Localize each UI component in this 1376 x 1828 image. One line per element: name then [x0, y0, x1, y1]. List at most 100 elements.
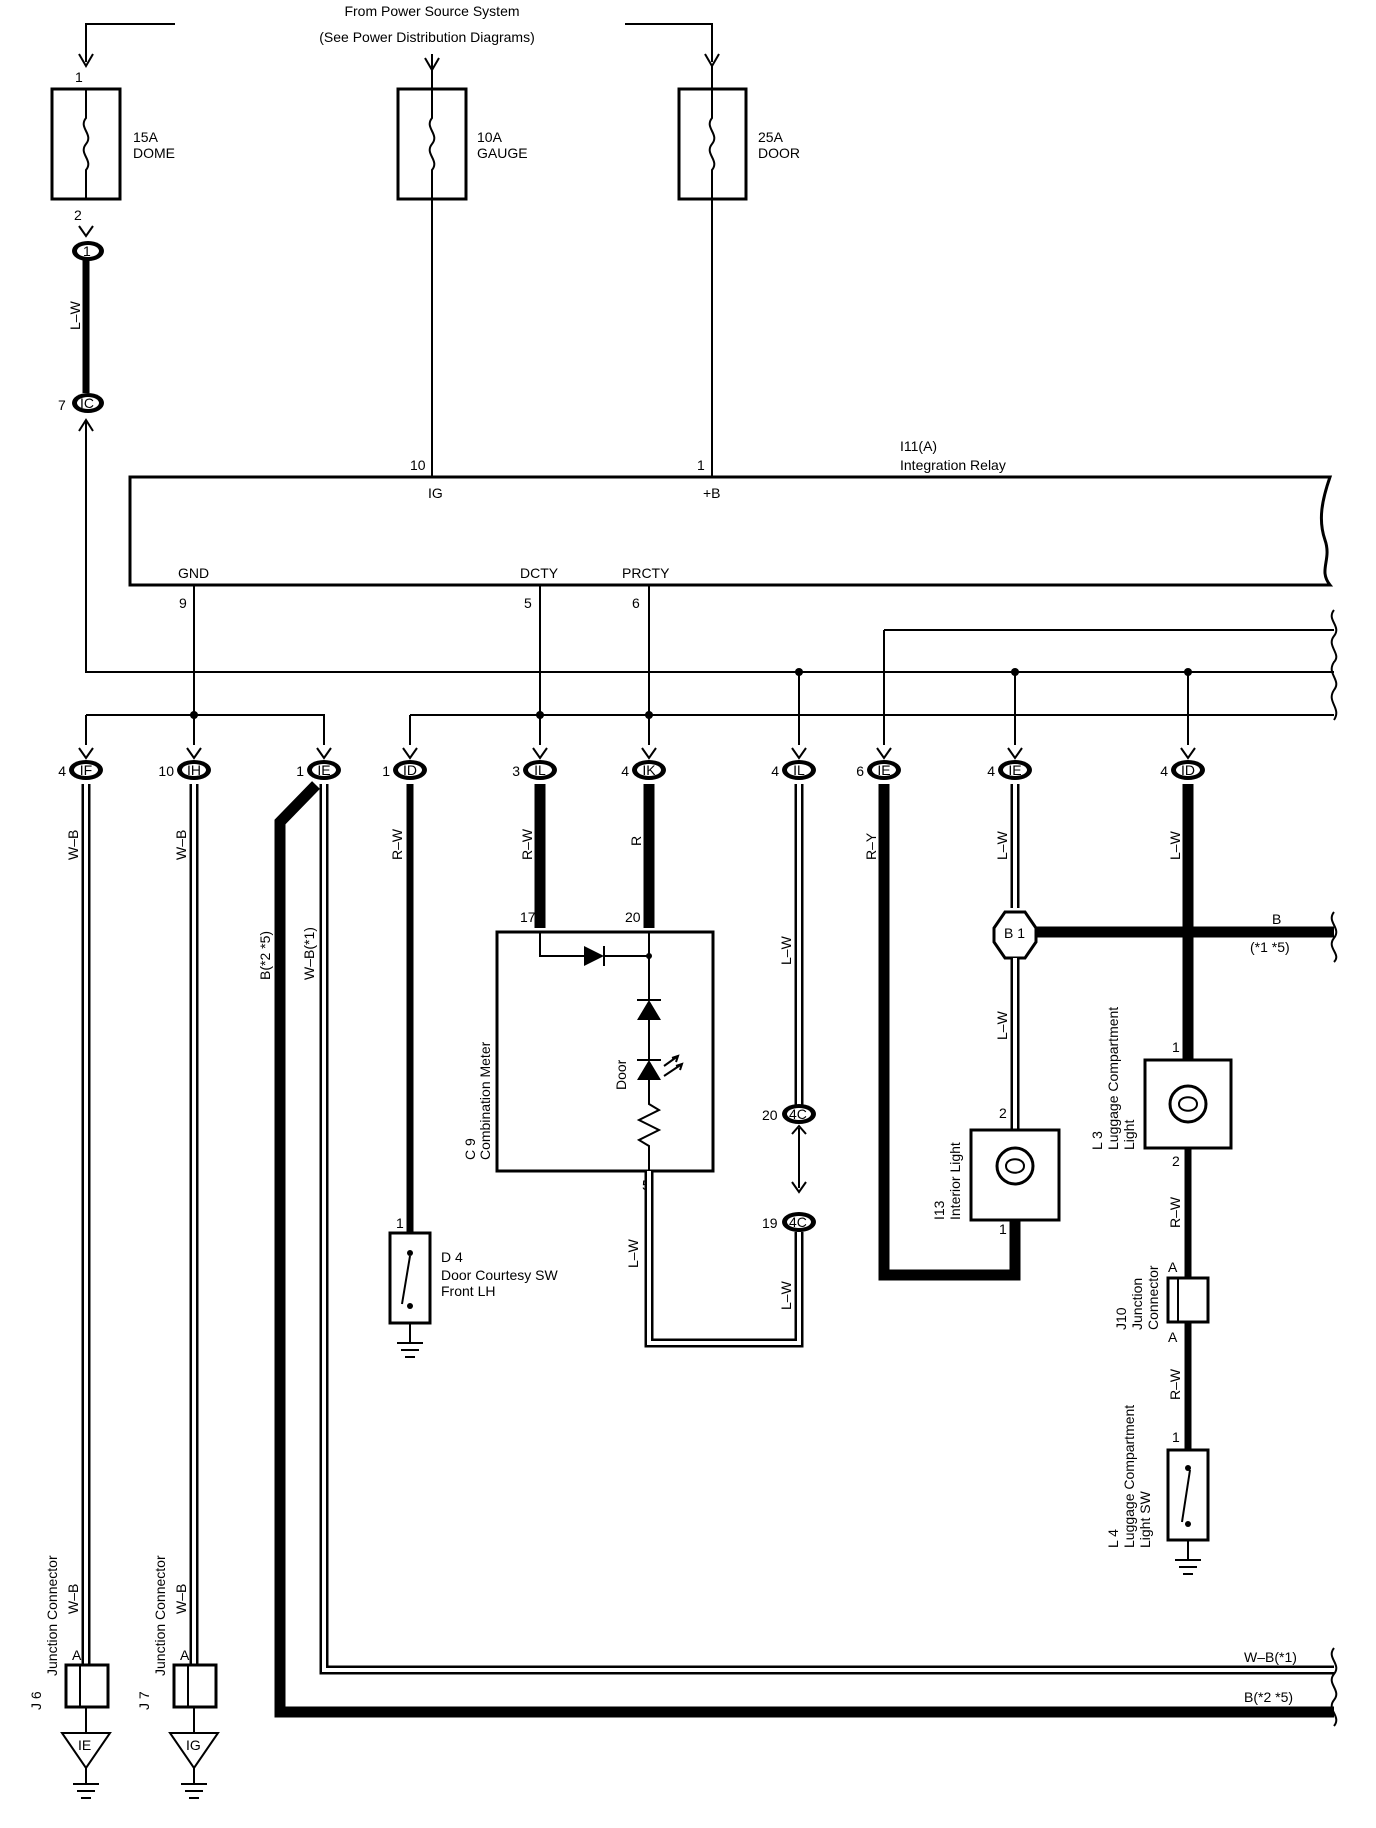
svg-text:10: 10 [410, 457, 426, 473]
svg-text:L–W: L–W [994, 830, 1010, 860]
combination-meter: 17 20 5 Door C 9 Combination Meter L–W [462, 909, 804, 1348]
svg-text:J 6: J 6 [28, 1691, 44, 1710]
svg-text:17: 17 [520, 909, 536, 925]
svg-text:Door: Door [613, 1059, 629, 1090]
junction-id: IK [642, 762, 656, 778]
svg-text:1: 1 [83, 243, 91, 259]
svg-text:D 4: D 4 [441, 1249, 463, 1265]
j6-connector: A IE J 6 Junction Connector W–B [28, 1555, 112, 1799]
junction-pin: 1 [296, 763, 304, 779]
door-courtesy-switch: 1 D 4 Door Courtesy SW Front LH [388, 1215, 558, 1358]
svg-text:Light SW: Light SW [1137, 1490, 1153, 1548]
junction-connector-2: IE1 [296, 747, 341, 780]
svg-text:DOME: DOME [133, 145, 175, 161]
svg-text:J10: J10 [1113, 1307, 1129, 1330]
svg-text:1: 1 [1172, 1039, 1180, 1055]
junction-pin: 4 [58, 763, 66, 779]
feed-arrows [78, 53, 720, 72]
svg-text:1: 1 [697, 457, 705, 473]
junction-id: IL [534, 762, 546, 778]
svg-text:W–B: W–B [65, 830, 81, 860]
dome-branch: 2 1 L–W IC 7 [58, 207, 1334, 673]
power-feed-lines [85, 23, 713, 66]
luggage-light-switch: 1 L 4 Luggage Compartment Light SW [1105, 1405, 1210, 1575]
svg-text:DOOR: DOOR [758, 145, 800, 161]
svg-text:C 9: C 9 [462, 1138, 478, 1160]
integration-relay: I11(A) Integration Relay 10 1 IG +B GND … [128, 438, 1334, 611]
junction-id: IE [877, 762, 890, 778]
svg-text:W–B: W–B [173, 1584, 189, 1614]
svg-text:2: 2 [74, 207, 82, 223]
junction-pin: 10 [158, 763, 174, 779]
svg-text:4C: 4C [789, 1214, 807, 1230]
svg-text:R–W: R–W [519, 828, 535, 860]
connector-b1: B 1 B (*1 *5) L–W [992, 910, 1338, 1130]
svg-text:4C: 4C [789, 1106, 807, 1122]
svg-text:Front LH: Front LH [441, 1283, 495, 1299]
svg-text:IG: IG [428, 485, 443, 501]
junction-pin: 4 [771, 763, 779, 779]
svg-text:W–B: W–B [173, 830, 189, 860]
svg-text:Light: Light [1121, 1120, 1137, 1150]
junction-connector-9: ID4 [1160, 747, 1205, 780]
junction-connector-1: IH 10 [158, 747, 211, 780]
luggage-light: 1 2 L 3 Luggage Compartment Light R–W [1089, 1007, 1233, 1278]
svg-text:(*1 *5): (*1 *5) [1250, 939, 1290, 955]
junction-connector-0: IF4 [58, 747, 103, 780]
junction-pin: 6 [856, 763, 864, 779]
svg-text:19: 19 [762, 1215, 778, 1231]
svg-text:I11(A): I11(A) [900, 438, 937, 454]
svg-text:2: 2 [1172, 1153, 1180, 1169]
svg-text:I13: I13 [931, 1200, 947, 1220]
svg-text:W–B: W–B [65, 1584, 81, 1614]
svg-text:A: A [1168, 1329, 1178, 1345]
svg-text:R–Y: R–Y [863, 832, 879, 860]
junction-pin: 4 [987, 763, 995, 779]
svg-text:GND: GND [178, 565, 209, 581]
svg-text:R–W: R–W [1167, 1368, 1183, 1400]
svg-text:1: 1 [1172, 1429, 1180, 1445]
svg-text:Integration Relay: Integration Relay [900, 457, 1006, 473]
svg-text:Interior Light: Interior Light [947, 1142, 963, 1220]
svg-text:5: 5 [524, 595, 532, 611]
j10-connector: A A J10 Junction Connector R–W [1113, 1259, 1210, 1450]
svg-text:IG: IG [186, 1737, 201, 1753]
svg-text:DCTY: DCTY [520, 565, 559, 581]
junction-connector-6: IL 4 [771, 747, 816, 780]
svg-text:W–B(*1): W–B(*1) [301, 927, 317, 980]
svg-text:L–W: L–W [994, 1010, 1010, 1040]
connector-4c: 4C 20 4C 19 L–W [762, 1104, 816, 1310]
svg-text:B(*2 *5): B(*2 *5) [1244, 1689, 1293, 1705]
svg-text:L 4: L 4 [1105, 1529, 1121, 1548]
svg-text:L 3: L 3 [1089, 1131, 1105, 1150]
lower-wires: W–B W–B B(*2 *5) W–B(*1) R–W R–W R L–W R… [65, 781, 1334, 1718]
source-subtitle: (See Power Distribution Diagrams) [319, 29, 535, 45]
svg-text:20: 20 [625, 909, 641, 925]
svg-text:IC: IC [80, 395, 94, 411]
svg-text:1: 1 [396, 1215, 404, 1231]
svg-text:Luggage Compartment: Luggage Compartment [1105, 1007, 1121, 1150]
svg-text:20: 20 [762, 1107, 778, 1123]
junction-id: IH [187, 762, 201, 778]
svg-text:L–W: L–W [778, 935, 794, 965]
junction-id: IL [793, 762, 805, 778]
svg-text:L–W: L–W [778, 1280, 794, 1310]
svg-text:GAUGE: GAUGE [477, 145, 528, 161]
bottom-wire-labels: W–B(*1) B(*2 *5) [1244, 1647, 1338, 1727]
svg-text:J 7: J 7 [136, 1691, 152, 1710]
svg-text:B(*2 *5): B(*2 *5) [257, 931, 273, 980]
svg-text:Combination Meter: Combination Meter [477, 1041, 493, 1160]
junction-id: ID [1181, 762, 1195, 778]
j7-connector: A IG J 7 Junction Connector W–B [136, 1555, 220, 1799]
svg-text:+B: +B [703, 485, 721, 501]
junction-connector-5: IK4 [621, 747, 666, 780]
svg-text:Junction: Junction [1129, 1278, 1145, 1330]
junction-pin: 3 [512, 763, 520, 779]
svg-text:9: 9 [179, 595, 187, 611]
svg-text:7: 7 [58, 397, 66, 413]
svg-text:Junction Connector: Junction Connector [44, 1555, 60, 1676]
junction-connector-7: IE 6 [856, 747, 901, 780]
svg-text:Luggage Compartment: Luggage Compartment [1121, 1405, 1137, 1548]
